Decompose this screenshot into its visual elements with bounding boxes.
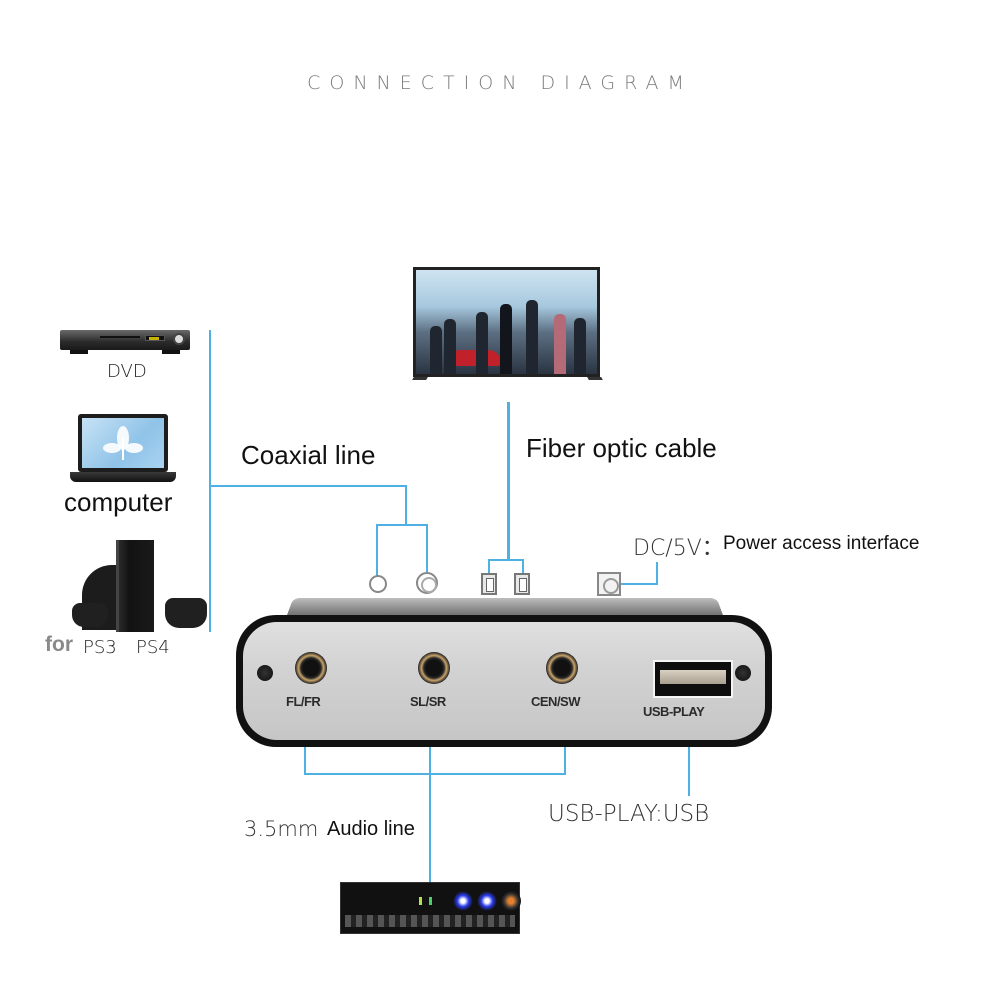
- controller-icon: [72, 603, 108, 627]
- source-bus-line: [209, 330, 211, 632]
- controller-icon: [165, 598, 207, 628]
- audio-label: Audio line: [327, 818, 415, 840]
- dc-feed-line: [656, 562, 658, 584]
- usb-label: USB-PLAY:USB: [548, 801, 710, 827]
- computer-label: computer: [64, 487, 173, 517]
- coaxial-drop-line: [405, 485, 407, 526]
- coaxial-feed-line: [210, 485, 406, 487]
- tv-stand-left: [412, 377, 428, 380]
- diagram-title: CONNECTION DIAGRAM: [307, 72, 693, 94]
- ps3-label: PS3: [83, 637, 117, 658]
- fl-fr-label: FL/FR: [286, 694, 321, 709]
- console-prefix: for: [45, 633, 73, 656]
- usb-port: [653, 660, 733, 698]
- optical-in-port: [514, 573, 530, 595]
- dvd-label: DVD: [107, 361, 147, 382]
- laptop-base: [70, 472, 176, 482]
- cen-sw-label: CEN/SW: [531, 694, 581, 709]
- coaxial-right-line: [426, 524, 428, 582]
- dc-label: DC/5V：: [633, 536, 724, 561]
- coaxial-label: Coaxial line: [241, 440, 376, 470]
- optical-out-port: [481, 573, 497, 595]
- audio-sl-line: [429, 672, 431, 882]
- fiber-split-line: [488, 559, 524, 561]
- laptop-icon: [78, 414, 168, 472]
- cen-sw-jack: [546, 652, 578, 684]
- audio-bus-line: [304, 773, 566, 775]
- ps4-console-icon: [116, 540, 154, 632]
- screw-icon: [735, 665, 751, 681]
- coaxial-out-port: [369, 575, 387, 593]
- dc-description: Power access interface: [723, 533, 920, 554]
- sl-sr-label: SL/SR: [410, 694, 446, 709]
- dc-power-port: [597, 572, 621, 596]
- usb-play-label: USB-PLAY: [643, 704, 705, 719]
- audio-decoder-device: FL/FR SL/SR CEN/SW USB-PLAY: [236, 615, 772, 747]
- dc-horizontal-line: [609, 583, 658, 585]
- coaxial-split-line: [376, 524, 427, 526]
- fl-fr-jack: [295, 652, 327, 684]
- sl-sr-jack: [418, 652, 450, 684]
- television-icon: [413, 267, 600, 377]
- coaxial-left-line: [376, 524, 378, 584]
- screw-icon: [257, 665, 273, 681]
- tv-stand-right: [587, 377, 603, 380]
- dvd-player-icon: [60, 330, 190, 354]
- ps4-label: PS4: [136, 637, 170, 658]
- coaxial-in-port: [416, 572, 438, 594]
- fiber-label: Fiber optic cable: [526, 433, 717, 463]
- amplifier-icon: [340, 882, 521, 934]
- audio-prefix: 3.5mm: [244, 817, 319, 841]
- device-top-panel: [286, 598, 724, 617]
- fiber-feed-line: [507, 402, 510, 560]
